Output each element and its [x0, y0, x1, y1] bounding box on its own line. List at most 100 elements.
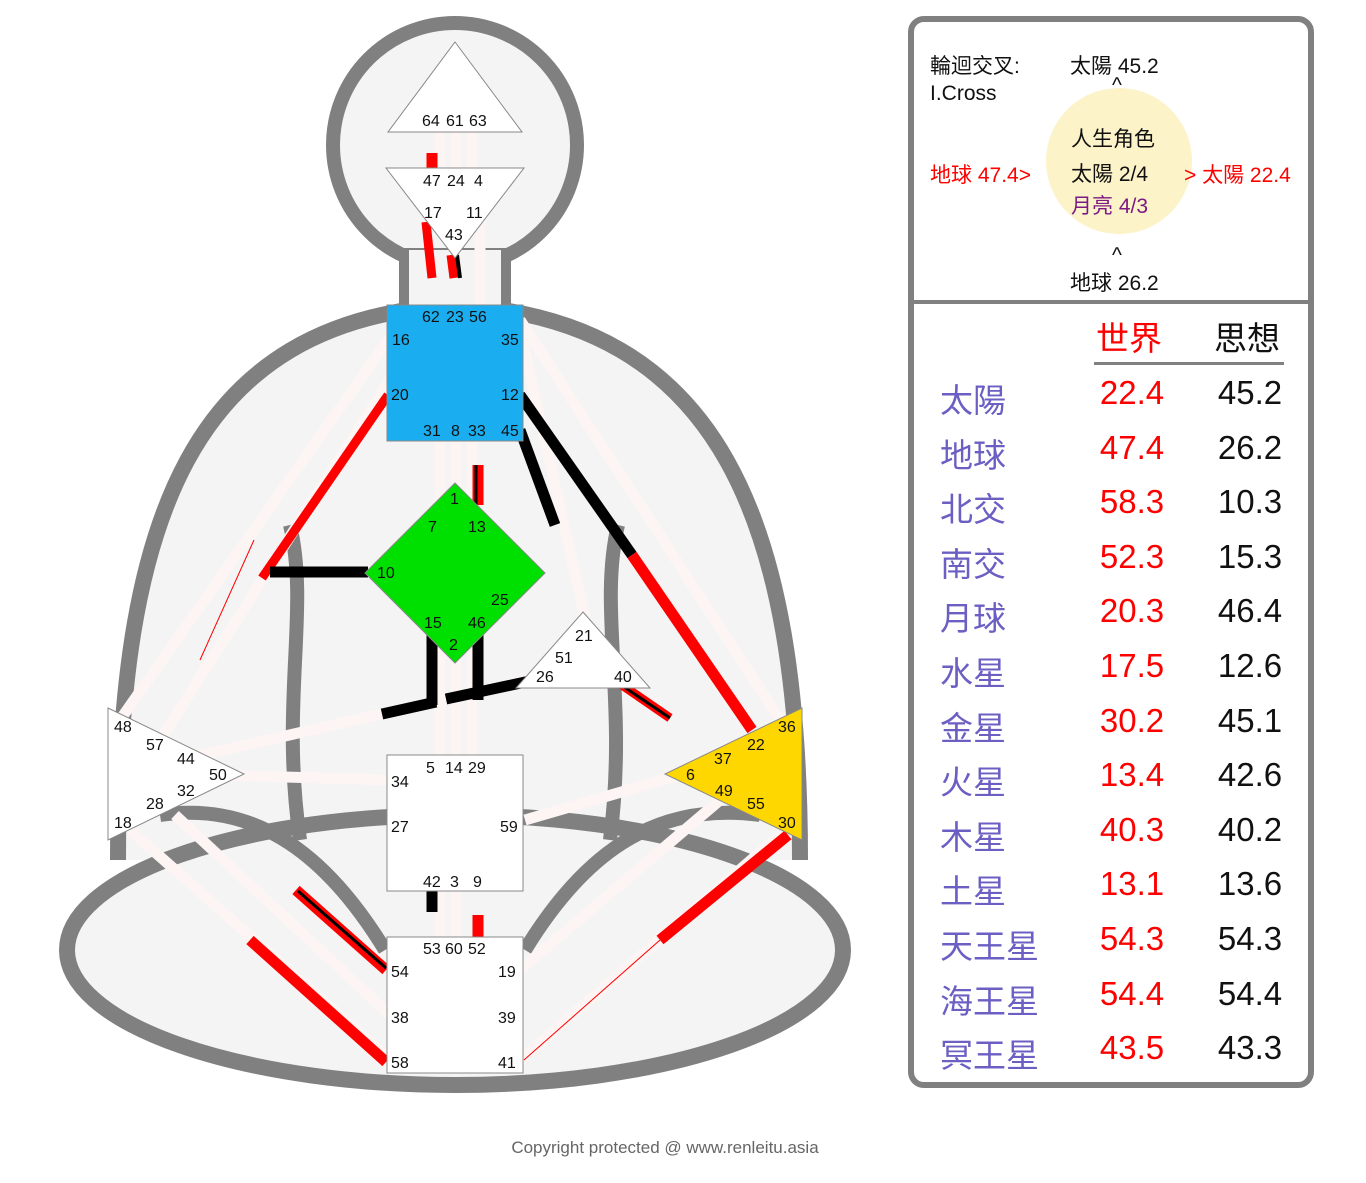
throat-center — [386, 304, 524, 442]
gate-number: 47 — [423, 173, 441, 190]
world-value: 22.4 — [1099, 374, 1165, 411]
planet-name: 水星 — [940, 655, 1006, 692]
gate-number: 55 — [747, 796, 765, 813]
planet-name: 太陽 — [940, 382, 1006, 419]
incarnation-cross-section: 輪迴交叉: I.Cross 太陽 45.2 ^ 地球 47.4> > 太陽 22… — [914, 22, 1308, 302]
gate-number: 32 — [177, 783, 195, 800]
gate-number: 23 — [446, 309, 464, 326]
gate-number: 58 — [391, 1055, 409, 1072]
mind-value: 54.4 — [1217, 974, 1283, 1012]
mind-value: 26.2 — [1217, 428, 1283, 466]
gate-number: 27 — [391, 819, 409, 836]
planet-name: 冥王星 — [940, 1037, 1039, 1075]
gate-number: 5 — [426, 760, 435, 777]
mind-value: 45.1 — [1217, 701, 1283, 739]
ajna-center — [384, 167, 526, 259]
copyright-footer: Copyright protected @ www.renleitu.asia — [511, 1138, 819, 1157]
mind-value: 12.6 — [1217, 647, 1283, 684]
role-sun: 太陽 2/4 — [1071, 163, 1149, 186]
gate-number: 2 — [449, 637, 458, 654]
world-value: 13.1 — [1099, 865, 1165, 903]
ego-center — [514, 611, 652, 689]
gate-number: 30 — [778, 815, 796, 832]
gate-number: 63 — [469, 113, 487, 130]
gate-number: 28 — [146, 796, 164, 813]
planet-name: 地球 — [940, 436, 1006, 474]
gate-number: 45 — [501, 423, 519, 440]
gate-number: 34 — [391, 774, 409, 791]
gate-number: 15 — [424, 615, 442, 632]
planet-row: 水星 17.5 12.6 — [914, 647, 1308, 701]
panel-divider — [914, 300, 1308, 304]
planet-name: 火星 — [940, 764, 1006, 802]
planet-name: 木星 — [940, 818, 1006, 856]
cross-label-cn: 輪迴交叉: — [930, 55, 1020, 78]
header-underline — [1094, 362, 1284, 365]
g-center — [364, 482, 546, 664]
gate-number: 59 — [500, 819, 518, 836]
planet-name: 天王星 — [940, 928, 1039, 965]
world-value: 54.4 — [1099, 974, 1165, 1012]
col-world-header: 世界 — [1096, 320, 1162, 357]
gate-number: 50 — [209, 767, 227, 784]
gate-number: 51 — [555, 650, 573, 667]
gate-number: 38 — [391, 1010, 409, 1027]
col-mind-header: 思想 — [1214, 320, 1280, 357]
gate-number: 52 — [468, 941, 486, 958]
gate-number: 57 — [146, 737, 164, 754]
sacral-center — [386, 754, 524, 892]
planet-name: 月球 — [940, 600, 1006, 638]
head-center — [387, 41, 523, 133]
gate-number: 20 — [391, 387, 409, 404]
gate-number: 4 — [474, 173, 483, 190]
mind-value: 13.6 — [1217, 865, 1283, 903]
planet-name: 北交 — [940, 491, 1006, 529]
gate-number: 37 — [714, 751, 732, 768]
world-value: 17.5 — [1099, 647, 1165, 684]
gate-number: 44 — [177, 751, 195, 768]
gate-number: 29 — [468, 760, 486, 777]
gate-number: 18 — [114, 815, 132, 832]
gate-number: 12 — [501, 387, 519, 404]
world-value: 47.4 — [1099, 428, 1165, 466]
mind-value: 42.6 — [1217, 756, 1283, 794]
gate-number: 25 — [491, 592, 509, 609]
gate-number: 22 — [747, 737, 765, 754]
planet-name: 土星 — [940, 873, 1006, 911]
role-title: 人生角色 — [1071, 128, 1155, 151]
gate-number: 62 — [422, 309, 440, 326]
cross-right-sun: > 太陽 22.4 — [1184, 164, 1291, 187]
centers — [107, 41, 803, 1074]
gate-number: 46 — [468, 615, 486, 632]
cross-bottom-caret: ^ — [1112, 244, 1122, 267]
gate-number: 61 — [446, 113, 464, 130]
gate-number: 1 — [450, 491, 459, 508]
spleen-center — [107, 707, 246, 841]
mind-value: 15.3 — [1217, 537, 1283, 575]
gate-number: 26 — [536, 669, 554, 686]
gate-number: 33 — [468, 423, 486, 440]
mind-value: 10.3 — [1217, 483, 1283, 521]
gate-number: 42 — [423, 874, 441, 891]
gate-number: 13 — [468, 519, 486, 536]
info-panel: 輪迴交叉: I.Cross 太陽 45.2 ^ 地球 47.4> > 太陽 22… — [908, 16, 1314, 1088]
root-center — [386, 936, 524, 1074]
gate-number: 6 — [686, 767, 695, 784]
role-moon: 月亮 4/3 — [1071, 195, 1149, 218]
world-value: 40.3 — [1099, 810, 1165, 848]
mind-value: 54.3 — [1217, 920, 1283, 957]
gate-number: 31 — [423, 423, 441, 440]
gate-number: 8 — [451, 423, 460, 440]
cross-top-caret: ^ — [1112, 74, 1122, 97]
life-role-circle — [1046, 88, 1192, 234]
world-value: 43.5 — [1099, 1029, 1165, 1067]
cross-bottom-earth: 地球 26.2 — [1070, 272, 1159, 295]
